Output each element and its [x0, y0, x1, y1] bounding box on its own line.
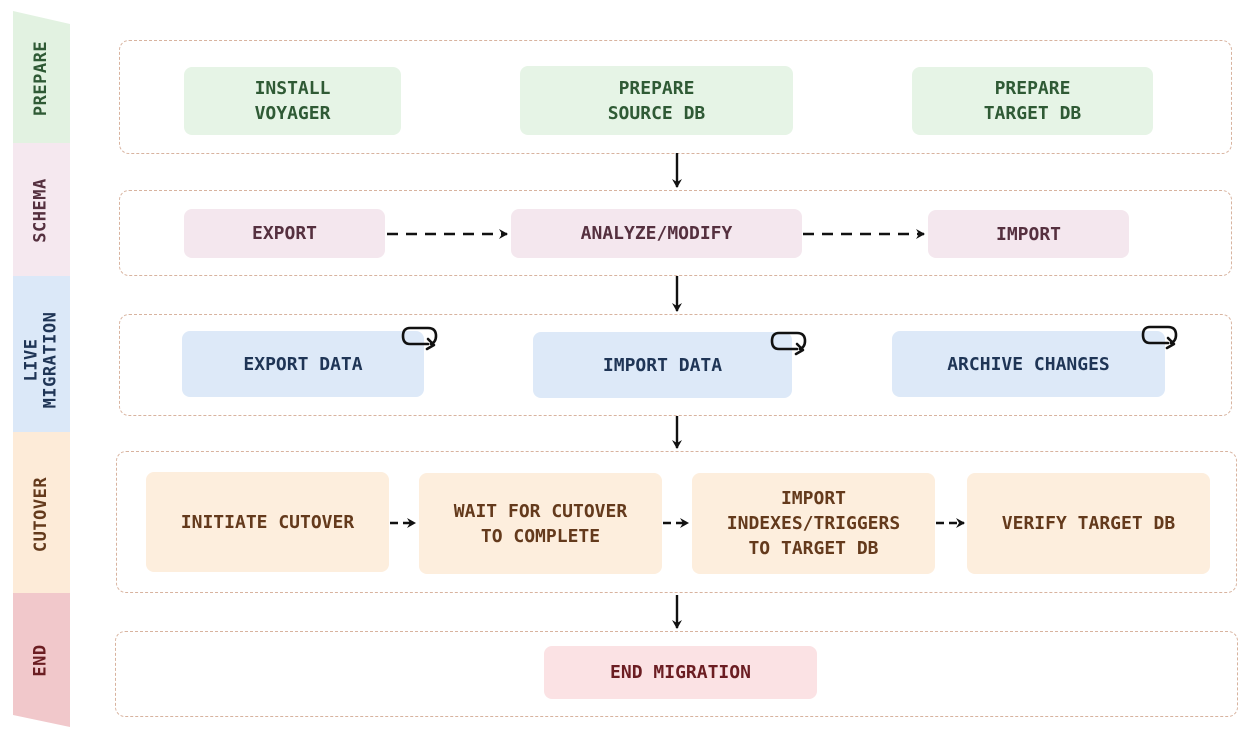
- lane-cutover: [116, 451, 1237, 593]
- lane-live-migration: [119, 314, 1232, 416]
- loop-icon: [1141, 325, 1178, 350]
- lane-schema: [119, 190, 1232, 276]
- install-voyager-box: INSTALL VOYAGER: [184, 67, 401, 135]
- phase-label-cutover: CUTOVER: [31, 476, 51, 553]
- import-data-box: IMPORT DATA: [533, 332, 792, 398]
- lane-prepare: [119, 40, 1232, 154]
- phase-tab-schema: SCHEMA: [13, 143, 70, 278]
- prepare-target-db-box: PREPARE TARGET DB: [912, 67, 1153, 135]
- phase-label-live-migration: LIVE MIGRATION: [21, 311, 61, 409]
- schema-import-box: IMPORT: [928, 210, 1129, 258]
- verify-target-db-box: VERIFY TARGET DB: [967, 473, 1210, 574]
- end-migration-box: END MIGRATION: [544, 646, 817, 699]
- loop-icon: [770, 331, 807, 356]
- lane-end: [115, 631, 1238, 717]
- wait-for-cutover-box: WAIT FOR CUTOVER TO COMPLETE: [419, 473, 662, 574]
- phase-tab-end: END: [13, 593, 70, 727]
- import-indexes-triggers-box: IMPORT INDEXES/TRIGGERS TO TARGET DB: [692, 473, 935, 574]
- export-data-box: EXPORT DATA: [182, 331, 424, 397]
- schema-analyze-modify-box: ANALYZE/MODIFY: [511, 209, 802, 258]
- loop-icon: [401, 326, 438, 351]
- phase-tab-cutover: CUTOVER: [13, 432, 70, 597]
- phase-label-end: END: [31, 643, 51, 677]
- phase-tab-live-migration: LIVE MIGRATION: [13, 276, 70, 444]
- phase-label-prepare: PREPARE: [31, 40, 51, 117]
- phase-tab-prepare: PREPARE: [13, 11, 70, 146]
- initiate-cutover-box: INITIATE CUTOVER: [146, 472, 389, 572]
- schema-export-box: EXPORT: [184, 209, 385, 258]
- prepare-source-db-box: PREPARE SOURCE DB: [520, 66, 793, 135]
- phase-label-schema: SCHEMA: [31, 178, 52, 243]
- archive-changes-box: ARCHIVE CHANGES: [892, 331, 1165, 397]
